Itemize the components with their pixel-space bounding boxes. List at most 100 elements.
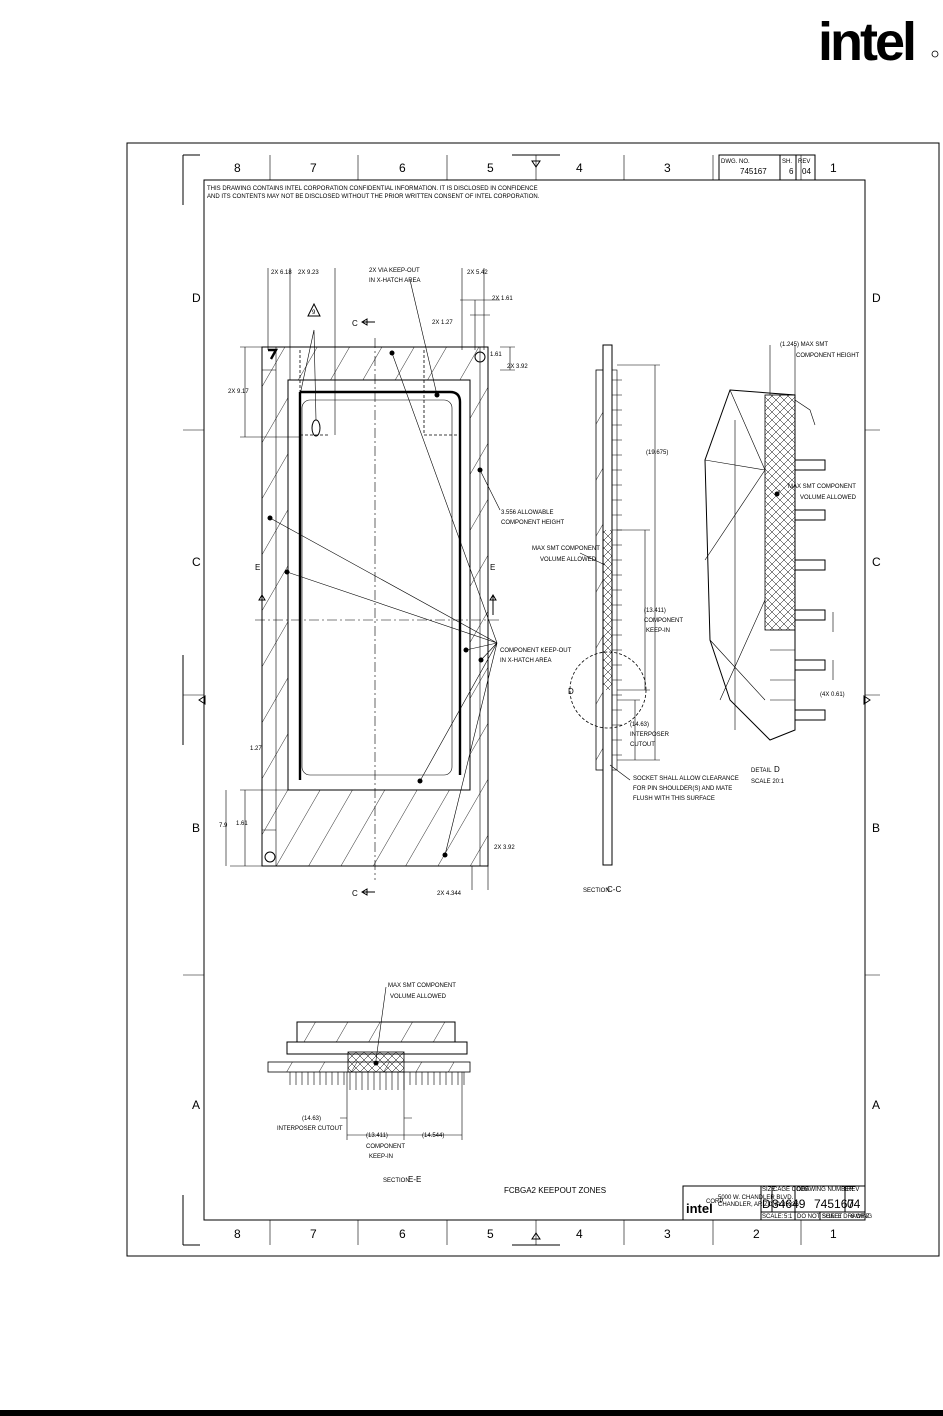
section-label: SECTION bbox=[583, 888, 610, 894]
scale-label: SCALE: bbox=[762, 1214, 784, 1220]
rev: 04 bbox=[847, 1197, 861, 1211]
max-smt-note: VOLUME ALLOWED bbox=[390, 994, 447, 1000]
zone-col: 8 bbox=[234, 1227, 241, 1241]
address: 5000 W. CHANDLER BLVD. bbox=[718, 1195, 794, 1201]
note-flag: 9 bbox=[312, 310, 316, 316]
zone-row: C bbox=[192, 555, 201, 569]
section-id: E-E bbox=[408, 1175, 421, 1184]
zone-row: B bbox=[872, 821, 880, 835]
footer-rule bbox=[0, 1410, 943, 1416]
confidential-notice: AND ITS CONTENTS MAY NOT BE DISCLOSED WI… bbox=[207, 194, 540, 200]
section-marker: E bbox=[255, 563, 260, 572]
height-note: COMPONENT HEIGHT bbox=[796, 353, 860, 359]
max-smt-note: VOLUME ALLOWED bbox=[800, 495, 857, 501]
zone-row: C bbox=[872, 555, 881, 569]
socket-note: SOCKET SHALL ALLOW CLEARANCE bbox=[633, 776, 739, 782]
dwg-no: 745167 bbox=[740, 167, 767, 176]
zone-col: 5 bbox=[487, 1227, 494, 1241]
dimension: 2X 3.92 bbox=[494, 845, 515, 851]
dimension: 1.27 bbox=[250, 746, 262, 752]
title-block: intel CORP. 5000 W. CHANDLER BLVD. CHAND… bbox=[682, 1185, 872, 1221]
zone-row: B bbox=[192, 821, 200, 835]
zone-col: 8 bbox=[234, 161, 241, 175]
keepin-note: COMPONENT bbox=[644, 618, 683, 624]
zone-row: A bbox=[192, 1098, 200, 1112]
section-marker: E bbox=[490, 563, 495, 572]
section-cc bbox=[569, 344, 660, 866]
via-keepout-note: 2X VIA KEEP-OUT bbox=[369, 268, 420, 274]
section-cc-labels: (19.675) MAX SMT COMPONENT VOLUME ALLOWE… bbox=[532, 450, 739, 894]
corp-label: CORP. bbox=[706, 1199, 725, 1205]
zone-col: 7 bbox=[310, 161, 317, 175]
dimension: (13.411) bbox=[366, 1133, 388, 1139]
dimension: (14.63) bbox=[630, 722, 649, 728]
zone-row: D bbox=[192, 291, 201, 305]
detail-d-labels: (1.245) MAX SMT COMPONENT HEIGHT MAX SMT… bbox=[751, 342, 860, 785]
confidential-notice: THIS DRAWING CONTAINS INTEL CORPORATION … bbox=[207, 186, 538, 192]
detail-d bbox=[704, 345, 834, 741]
cutout-note: INTERPOSER bbox=[630, 732, 670, 738]
socket-note: FOR PIN SHOULDER(S) AND MATE bbox=[633, 786, 732, 792]
dimension: 2X 9.17 bbox=[228, 389, 249, 395]
section-ee bbox=[267, 986, 471, 1140]
address: CHANDLER, ARIZONA 85226 bbox=[718, 1202, 799, 1208]
plan-view bbox=[225, 268, 515, 896]
detail-ref: D bbox=[568, 687, 574, 696]
height-note: (1.245) MAX SMT bbox=[780, 342, 828, 348]
dimension: 2X 6.18 bbox=[271, 270, 292, 276]
dimension: 2X 3.92 bbox=[507, 364, 528, 370]
intel-logo: intel bbox=[818, 12, 939, 72]
zone-col: 1 bbox=[830, 1227, 837, 1241]
dimension: 1.61 bbox=[236, 821, 248, 827]
dimension: 2X 5.42 bbox=[467, 270, 488, 276]
rev: 04 bbox=[802, 167, 811, 176]
max-smt-note: MAX SMT COMPONENT bbox=[388, 983, 456, 989]
zone-col: 1 bbox=[830, 161, 837, 175]
dimension: 2X 4.344 bbox=[437, 891, 462, 897]
dimension: (19.675) bbox=[646, 450, 668, 456]
section-id: C-C bbox=[607, 885, 621, 894]
zone-row: A bbox=[872, 1098, 880, 1112]
page-frame bbox=[126, 142, 940, 1257]
zone-col: 4 bbox=[576, 161, 583, 175]
keepin-note: KEEP-IN bbox=[369, 1154, 393, 1160]
allowable-height-note: COMPONENT HEIGHT bbox=[501, 520, 565, 526]
top-dwg-block: DWG. NO. 745167 SH. 6 REV 04 bbox=[718, 154, 816, 181]
sheet: 6 bbox=[789, 167, 794, 176]
section-label: SECTION bbox=[383, 1178, 410, 1184]
intel-logo-text: intel bbox=[818, 12, 914, 72]
drawing-number-label: DRAWING NUMBER bbox=[797, 1187, 854, 1193]
dwg-no-label: DWG. NO. bbox=[721, 159, 750, 165]
via-keepout-note: IN X-HATCH AREA bbox=[369, 278, 421, 284]
dimension: (14.544) bbox=[422, 1133, 444, 1139]
max-smt-note: MAX SMT COMPONENT bbox=[532, 546, 600, 552]
keepin-note: KEEP-IN bbox=[646, 628, 670, 634]
no-scale-note: DO NOT SCALE DRAWING bbox=[797, 1214, 872, 1220]
plan-view-labels: 2X 6.18 2X 9.23 2X VIA KEEP-OUT IN X-HAT… bbox=[219, 268, 572, 898]
dimension: 2X 9.23 bbox=[298, 270, 319, 276]
section-marker: C bbox=[352, 889, 358, 898]
dimension: 1.61 bbox=[490, 352, 502, 358]
socket-note: FLUSH WITH THIS SURFACE bbox=[633, 796, 715, 802]
keepout-note: IN X-HATCH AREA bbox=[500, 658, 552, 664]
frame-marks bbox=[182, 154, 560, 1246]
detail-scale: SCALE 20:1 bbox=[751, 779, 785, 785]
intel-corp-logo: intel bbox=[686, 1201, 713, 1216]
detail-id: D bbox=[774, 765, 780, 774]
cutout-note: INTERPOSER CUTOUT bbox=[277, 1126, 343, 1132]
dimension: (14.63) bbox=[302, 1116, 321, 1122]
keepin-note: COMPONENT bbox=[366, 1144, 405, 1150]
detail-label: DETAIL bbox=[751, 768, 772, 774]
scale: 5:1 bbox=[784, 1214, 793, 1220]
dimension: (13.411) bbox=[644, 608, 666, 614]
cage-code: 34649 bbox=[772, 1197, 806, 1211]
zone-col: 5 bbox=[487, 161, 494, 175]
dimension: 7.9 bbox=[219, 823, 228, 829]
size: D bbox=[762, 1197, 771, 1211]
drawing-title: FCBGA2 KEEPOUT ZONES bbox=[504, 1186, 606, 1195]
zone-col: 3 bbox=[664, 1227, 671, 1241]
cutout-note: CUTOUT bbox=[630, 742, 655, 748]
zone-col: 4 bbox=[576, 1227, 583, 1241]
zone-col: 3 bbox=[664, 161, 671, 175]
